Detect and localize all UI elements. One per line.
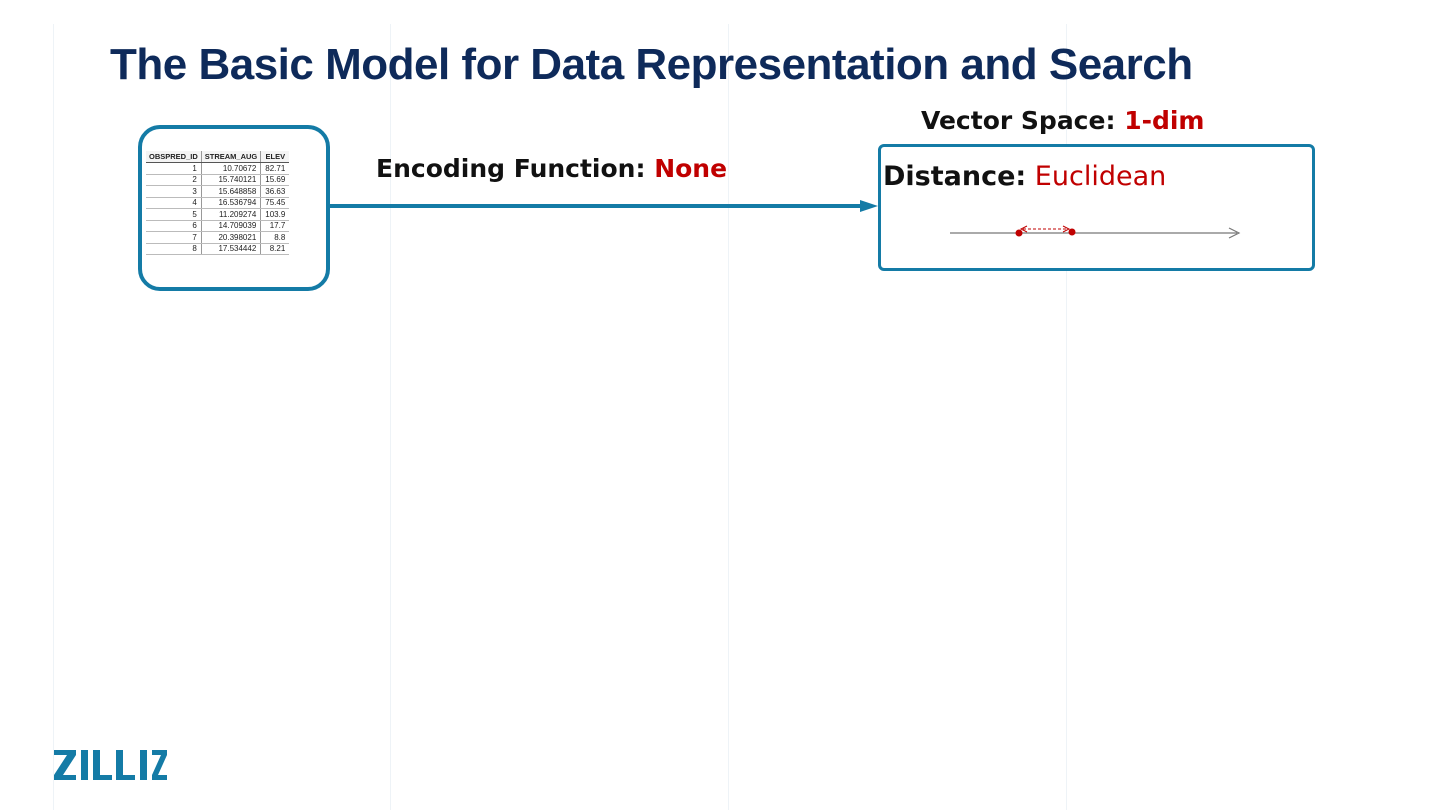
data-point [1015,229,1023,237]
table-cell: 5 [146,208,202,221]
distance-label-text: Distance: [883,161,1027,192]
axis-arrowhead [1228,227,1241,239]
distance-value: Euclidean [1034,161,1167,192]
vector-space-value: 1-dim [1124,106,1205,135]
distance-label: Distance: Euclidean [883,161,1166,192]
table-cell: 1 [146,162,202,175]
vector-space-label-text: Vector Space: [921,106,1116,135]
flow-arrow [326,200,878,212]
table-cell: 82.71 [260,162,290,175]
table-cell: 16.536794 [201,197,262,209]
encoding-label-text: Encoding Function: [376,154,646,183]
table-cell: 14.709039 [201,220,262,232]
encoding-value: None [654,154,728,183]
table-cell: 75.45 [260,197,290,209]
table-cell: 103.9 [260,208,290,221]
table-cell: 20.398021 [201,231,262,244]
table-cell: 15.648858 [201,185,262,198]
table-cell: 8.21 [260,243,290,255]
guide-line [728,24,729,810]
data-point [1068,228,1076,236]
zilliz-logo [54,750,167,780]
encoding-function-label: Encoding Function: None [376,154,727,183]
vector-space-box: Distance: Euclidean [878,144,1315,271]
table-cell: 10.70672 [201,162,262,175]
table-cell: 15.69 [260,174,290,186]
table-cell: 17.534442 [201,243,262,255]
table-cell: 8 [146,243,202,255]
table-cell: 6 [146,220,202,232]
vector-space-label: Vector Space: 1-dim [921,106,1204,135]
table-cell: 8.8 [260,231,290,244]
table-cell: 36.63 [260,185,290,198]
distance-arrowhead-left [1019,225,1028,233]
table-cell: 17.7 [260,220,290,232]
guide-line [53,24,54,810]
table-cell: 3 [146,185,202,198]
distance-arrowhead-right [1062,225,1071,233]
one-dim-axis [950,225,1241,239]
column-header: OBSPRED_ID [146,151,202,163]
guide-line [390,24,391,810]
table-cell: 15.740121 [201,174,262,186]
column-header: STREAM_AUG [201,151,262,163]
table-cell: 7 [146,231,202,244]
table-header-row: OBSPRED_ID STREAM_AUG ELEV [146,151,290,163]
table-cell: 4 [146,197,202,209]
column-header: ELEV [260,151,290,163]
table-cell: 2 [146,174,202,186]
guide-line [1066,24,1067,810]
slide-title: The Basic Model for Data Representation … [110,40,1193,89]
table-cell: 11.209274 [201,208,262,221]
